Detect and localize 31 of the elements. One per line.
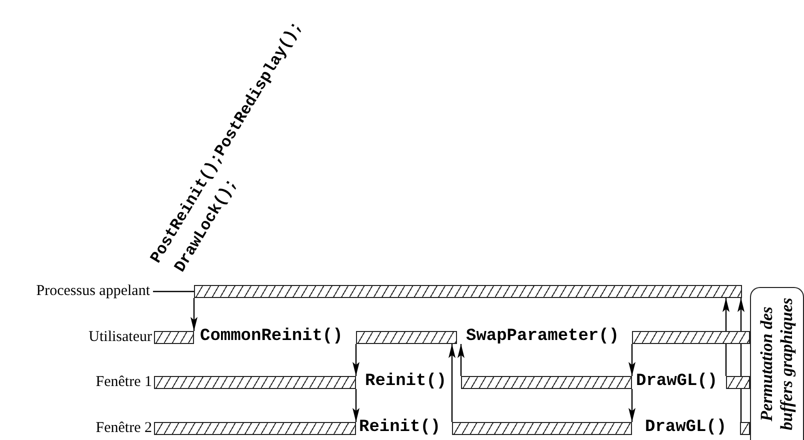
hatched-bar [632, 331, 750, 344]
hatched-bar [194, 285, 742, 298]
row-label: Fenêtre 2 [96, 419, 152, 437]
connector-line [153, 290, 194, 292]
arrow [628, 344, 636, 376]
arrow [628, 389, 636, 422]
row-label: Fenêtre 1 [96, 373, 152, 391]
row-label: Processus appelant [36, 282, 150, 300]
rounded-panel [750, 287, 804, 440]
hatched-bar [154, 422, 356, 435]
function-call-label: CommonReinit() [200, 328, 343, 347]
arrow [738, 298, 744, 422]
hatched-bar [154, 376, 356, 389]
arrow [352, 344, 360, 376]
row-label: Utilisateur [88, 328, 152, 346]
hatched-bar [726, 376, 750, 389]
arrow [352, 389, 360, 422]
hatched-bar [452, 422, 632, 435]
arrow [448, 344, 456, 422]
function-call-label: Reinit() [365, 373, 447, 392]
arrow [190, 298, 198, 331]
panel-title: Permutation des buffers graphiques [757, 296, 797, 432]
arrow [458, 344, 464, 376]
hatched-bar [461, 376, 632, 389]
function-call-label: SwapParameter() [466, 328, 620, 347]
hatched-bar [154, 331, 194, 344]
hatched-bar [356, 331, 457, 344]
function-call-label: Reinit() [359, 419, 441, 438]
hatched-bar [740, 422, 750, 435]
function-call-label: DrawGL() [645, 419, 727, 438]
function-call-label: DrawGL() [636, 373, 718, 392]
